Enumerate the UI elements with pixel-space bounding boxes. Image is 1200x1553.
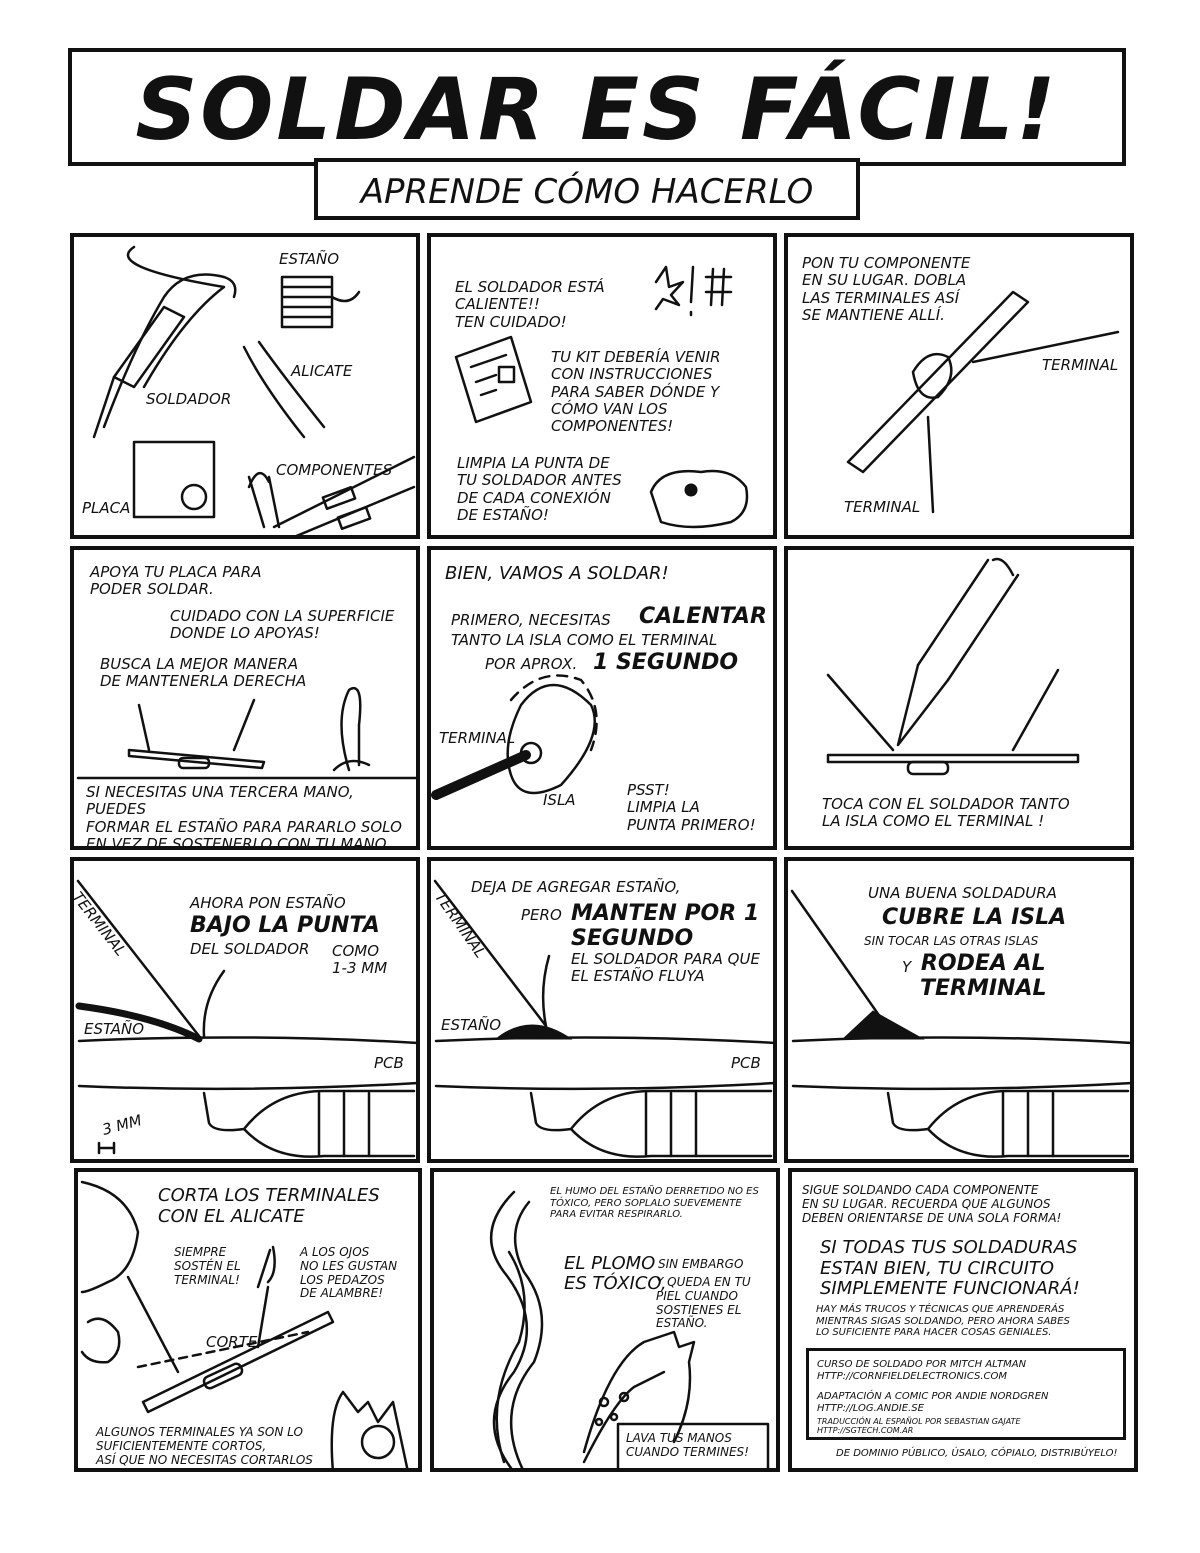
credit-comic: ADAPTACIÓN A COMIC POR ANDIE NORDGREN HT… [817, 1391, 1049, 1414]
panel-health: EL HUMO DEL ESTAÑO DERRETIDO NO ES TÓXIC… [430, 1168, 780, 1472]
kit-instructions-text: TU KIT DEBERÍA VENIR CON INSTRUCCIONES P… [551, 348, 721, 435]
safety-drawing [454, 265, 749, 529]
panel-good-joint: UNA BUENA SOLDADURA CUBRE LA ISLA SIN TO… [784, 857, 1134, 1163]
support-board-text-2: CUIDADO CON LA SUPERFICIE DONDE LO APOYA… [170, 607, 395, 643]
panel-add-solder: TERMINAL AHORA PON ESTAÑO BAJO LA PUNTA … [70, 857, 420, 1163]
add-solder-drawing [75, 879, 416, 1158]
label-componentes: COMPONENTES [276, 461, 393, 479]
clean-tip-text: LIMPIA LA PUNTA DE TU SOLDADOR ANTES DE … [457, 454, 622, 524]
label-pcb: PCB [731, 1054, 761, 1072]
more-tricks-text: HAY MÁS TRUCOS Y TÉCNICAS QUE APRENDERÁS… [816, 1304, 1070, 1338]
label-terminal-right: TERMINAL [1042, 356, 1119, 374]
title-frame: SOLDAR ES FÁCIL! [68, 48, 1126, 166]
wash-hands-text: LAVA TUS MANOS CUANDO TERMINES! [626, 1431, 749, 1459]
heat-line-2: TANTO LA ISLA COMO EL TERMINAL [451, 631, 718, 649]
credit-translation: TRADUCCIÓN AL ESPAÑOL POR SEBASTIAN GAJA… [817, 1417, 1021, 1436]
support-board-text-1: APOYA TU PLACA PARA PODER SOLDAR. [90, 563, 262, 599]
label-estano: ESTAÑO [441, 1016, 502, 1034]
place-component-drawing [846, 290, 1120, 514]
credits-box: CURSO DE SOLDADO POR MITCH ALTMAN HTTP:/… [806, 1348, 1126, 1440]
toxic-text-2: Y QUEDA EN TU PIEL CUANDO SOSTIENES EL E… [656, 1275, 751, 1331]
label-isla: ISLA [543, 791, 576, 809]
good-joint-y: Y [902, 958, 912, 976]
cut-heading: CORTA LOS TERMINALES CON EL ALICATE [158, 1185, 380, 1227]
circuit-works-text: SI TODAS TUS SOLDADURAS ESTAN BIEN, TU C… [820, 1237, 1080, 1300]
support-board-text-3: BUSCA LA MEJOR MANERA DE MANTENERLA DERE… [100, 655, 307, 691]
good-joint-drawing [790, 889, 1130, 1158]
cut-ojos: A LOS OJOS NO LES GUSTAN LOS PEDAZOS DE … [300, 1245, 398, 1301]
health-drawing [489, 1190, 770, 1468]
hold-line-2: EL SOLDADOR PARA QUE EL ESTAÑO FLUYA [571, 950, 760, 986]
heat-heading: BIEN, VAMOS A SOLDAR! [445, 563, 669, 584]
label-estano: ESTAÑO [279, 250, 340, 268]
panel-support-board: APOYA TU PLACA PARA PODER SOLDAR. CUIDAD… [70, 546, 420, 850]
panel-place-component: PON TU COMPONENTE EN SU LUGAR. DOBLA LAS… [784, 233, 1134, 539]
cut-siempre: SIEMPRE SOSTÉN EL TERMINAL! [174, 1245, 241, 1287]
panel-tools: ESTAÑO ALICATE SOLDADOR COMPONENTES PLAC… [70, 233, 420, 539]
label-corte: CORTE [206, 1333, 258, 1351]
heat-drawing [431, 674, 598, 800]
lead-text: EL PLOMO [564, 1253, 656, 1274]
tools-drawing [92, 245, 416, 535]
touch-text: TOCA CON EL SOLDADOR TANTO LA ISLA COMO … [822, 795, 1070, 831]
cut-drawing [80, 1180, 409, 1468]
label-soldador: SOLDADOR [146, 390, 232, 408]
good-joint-line-1: UNA BUENA SOLDADURA [868, 884, 1057, 902]
hold-line-1: DEJA DE AGREGAR ESTAÑO, [471, 878, 681, 896]
panel-heat: BIEN, VAMOS A SOLDAR! PRIMERO, NECESITAS… [427, 546, 777, 850]
good-joint-cubre: CUBRE LA ISLA [882, 905, 1067, 930]
psst-text: PSST! LIMPIA LA PUNTA PRIMERO! [627, 781, 756, 834]
credit-course: CURSO DE SOLDADO POR MITCH ALTMAN HTTP:/… [817, 1359, 1027, 1382]
panel-cut: CORTA LOS TERMINALES CON EL ALICATE SIEM… [74, 1168, 422, 1472]
third-hand-text: SI NECESITAS UNA TERCERA MANO, PUEDES FO… [86, 783, 402, 850]
add-solder-line-1: AHORA PON ESTAÑO [190, 894, 346, 912]
heat-line-3: POR APROX. [485, 655, 578, 673]
heat-segundo: 1 SEGUNDO [593, 650, 739, 675]
good-joint-rodea: RODEA AL TERMINAL [920, 951, 1047, 1002]
place-component-text: PON TU COMPONENTE EN SU LUGAR. DOBLA LAS… [802, 254, 971, 324]
panel-hold: TERMINAL DEJA DE AGREGAR ESTAÑO, PERO MA… [427, 857, 777, 1163]
good-joint-line-2: SIN TOCAR LAS OTRAS ISLAS [864, 934, 1039, 948]
page-title: SOLDAR ES FÁCIL! [135, 60, 1059, 160]
add-solder-como: COMO 1-3 MM [332, 942, 388, 978]
add-solder-bajo: BAJO LA PUNTA [190, 913, 380, 938]
label-terminal: TERMINAL [439, 729, 516, 747]
subtitle-frame: APRENDE CÓMO HACERLO [314, 158, 860, 220]
panel-conclusion: SIGUE SOLDANDO CADA COMPONENTE EN SU LUG… [788, 1168, 1138, 1472]
label-terminal-bottom: TERMINAL [844, 498, 921, 516]
heat-calentar: CALENTAR [639, 604, 767, 629]
hold-manten: MANTEN POR 1 SEGUNDO [571, 901, 760, 952]
warning-hot-text: EL SOLDADOR ESTÁ CALIENTE!! TEN CUIDADO! [455, 278, 605, 331]
lead-text-2: SIN EMBARGO [658, 1257, 744, 1271]
toxic-text: ES TÓXICO, [564, 1273, 667, 1294]
label-estano: ESTAÑO [84, 1020, 145, 1038]
support-board-drawing [76, 687, 416, 780]
smoke-text: EL HUMO DEL ESTAÑO DERRETIDO NO ES TÓXIC… [550, 1186, 759, 1220]
keep-soldering-text: SIGUE SOLDANDO CADA COMPONENTE EN SU LUG… [802, 1183, 1062, 1225]
license-text: DE DOMINIO PÚBLICO, ÚSALO, CÓPIALO, DIST… [836, 1448, 1118, 1459]
panel-touch: TOCA CON EL SOLDADOR TANTO LA ISLA COMO … [784, 546, 1134, 850]
label-placa: PLACA [82, 499, 131, 517]
hold-drawing [433, 879, 773, 1158]
panel-safety: EL SOLDADOR ESTÁ CALIENTE!! TEN CUIDADO!… [427, 233, 777, 539]
add-solder-line-2: DEL SOLDADOR [190, 940, 310, 958]
page-subtitle: APRENDE CÓMO HACERLO [360, 172, 814, 212]
heat-line-1: PRIMERO, NECESITAS [451, 611, 611, 629]
label-pcb: PCB [374, 1054, 404, 1072]
touch-drawing [826, 557, 1080, 776]
cut-bottom-text: ALGUNOS TERMINALES YA SON LO SUFICIENTEM… [96, 1425, 313, 1467]
label-alicate: ALICATE [291, 362, 353, 380]
hold-pero: PERO [521, 906, 562, 924]
